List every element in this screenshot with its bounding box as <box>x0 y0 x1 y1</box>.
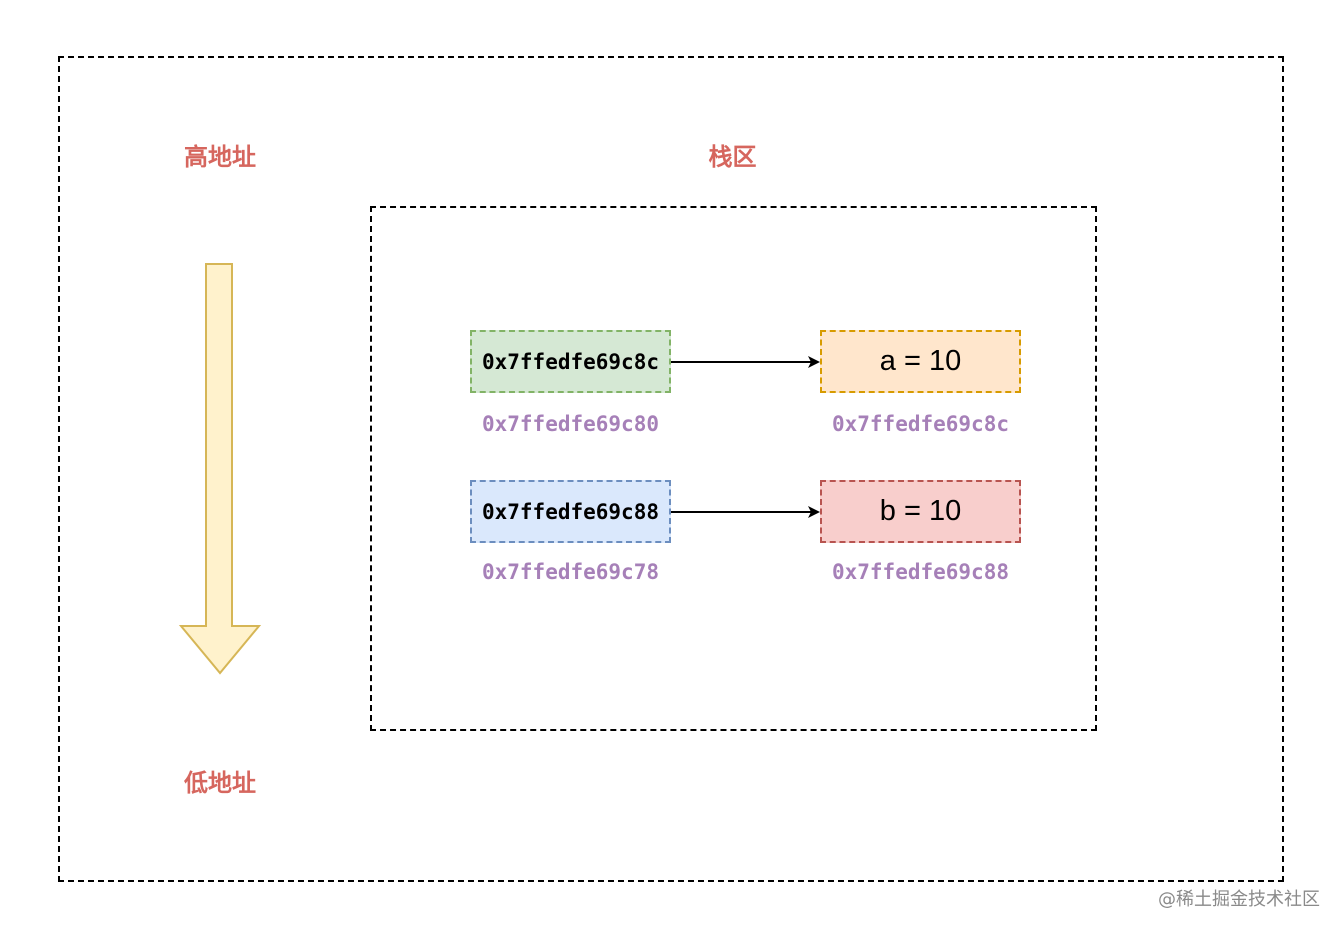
watermark: @稀土掘金技术社区 <box>1158 889 1320 910</box>
variable-b-text: b = 10 <box>879 495 962 527</box>
pointer-a-box: 0x7ffedfe69c8c <box>470 330 671 393</box>
pointer-b-address: 0x7ffedfe69c78 <box>481 560 659 584</box>
variable-b-address: 0x7ffedfe69c88 <box>831 560 1009 584</box>
stack-area-label: 栈区 <box>708 143 757 171</box>
variable-b-box: b = 10 <box>820 480 1021 543</box>
high-address-label: 高地址 <box>184 143 256 171</box>
low-address-label: 低地址 <box>184 769 256 797</box>
stack-area-frame <box>370 206 1097 731</box>
variable-a-box: a = 10 <box>820 330 1021 393</box>
pointer-a-value: 0x7ffedfe69c8c <box>481 349 659 374</box>
pointer-b-value: 0x7ffedfe69c88 <box>481 499 659 524</box>
pointer-b-box: 0x7ffedfe69c88 <box>470 480 671 543</box>
variable-a-address: 0x7ffedfe69c8c <box>831 412 1009 436</box>
pointer-a-address: 0x7ffedfe69c80 <box>481 412 659 436</box>
memory-frame <box>58 56 1284 882</box>
variable-a-text: a = 10 <box>879 345 962 377</box>
